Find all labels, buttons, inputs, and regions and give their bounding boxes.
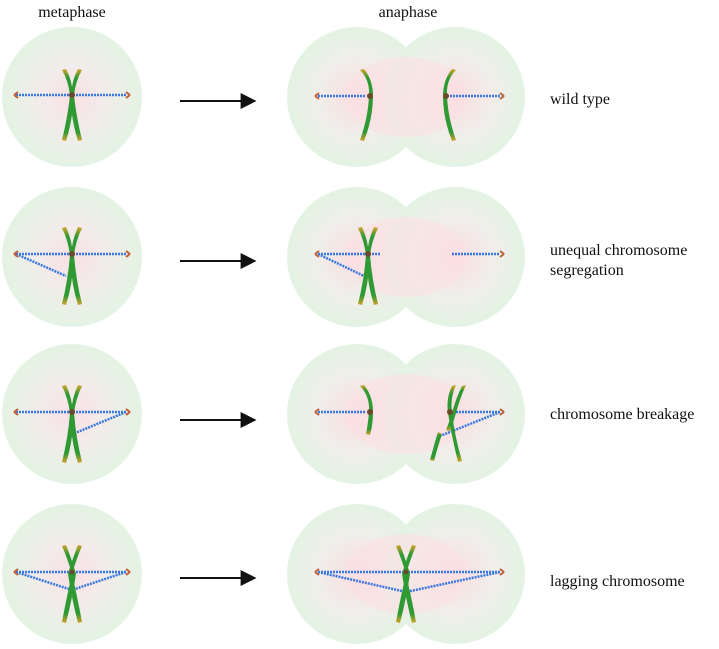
row-label-wild-type: wild type bbox=[550, 91, 610, 108]
metaphase-header: metaphase bbox=[38, 4, 106, 21]
anaphase-header: anaphase bbox=[379, 4, 438, 21]
anaphase-cell bbox=[287, 504, 525, 644]
row-label-unequal-segregation: unequal chromosome segregation bbox=[550, 242, 691, 279]
row-chromosome-breakage: chromosome breakage bbox=[2, 344, 694, 484]
metaphase-cell bbox=[2, 504, 142, 644]
row-label-chromosome-breakage: chromosome breakage bbox=[550, 406, 694, 423]
metaphase-cell bbox=[2, 344, 142, 484]
row-unequal-segregation: unequal chromosome segregation bbox=[2, 187, 691, 327]
metaphase-cell bbox=[2, 27, 142, 167]
row-wild-type: wild type bbox=[2, 27, 610, 167]
anaphase-cell bbox=[287, 27, 525, 167]
row-lagging-chromosome: lagging chromosome bbox=[2, 504, 685, 644]
metaphase-cell bbox=[2, 187, 142, 327]
anaphase-cell bbox=[287, 187, 525, 327]
row-label-lagging-chromosome: lagging chromosome bbox=[550, 573, 685, 590]
anaphase-cell bbox=[287, 344, 525, 484]
